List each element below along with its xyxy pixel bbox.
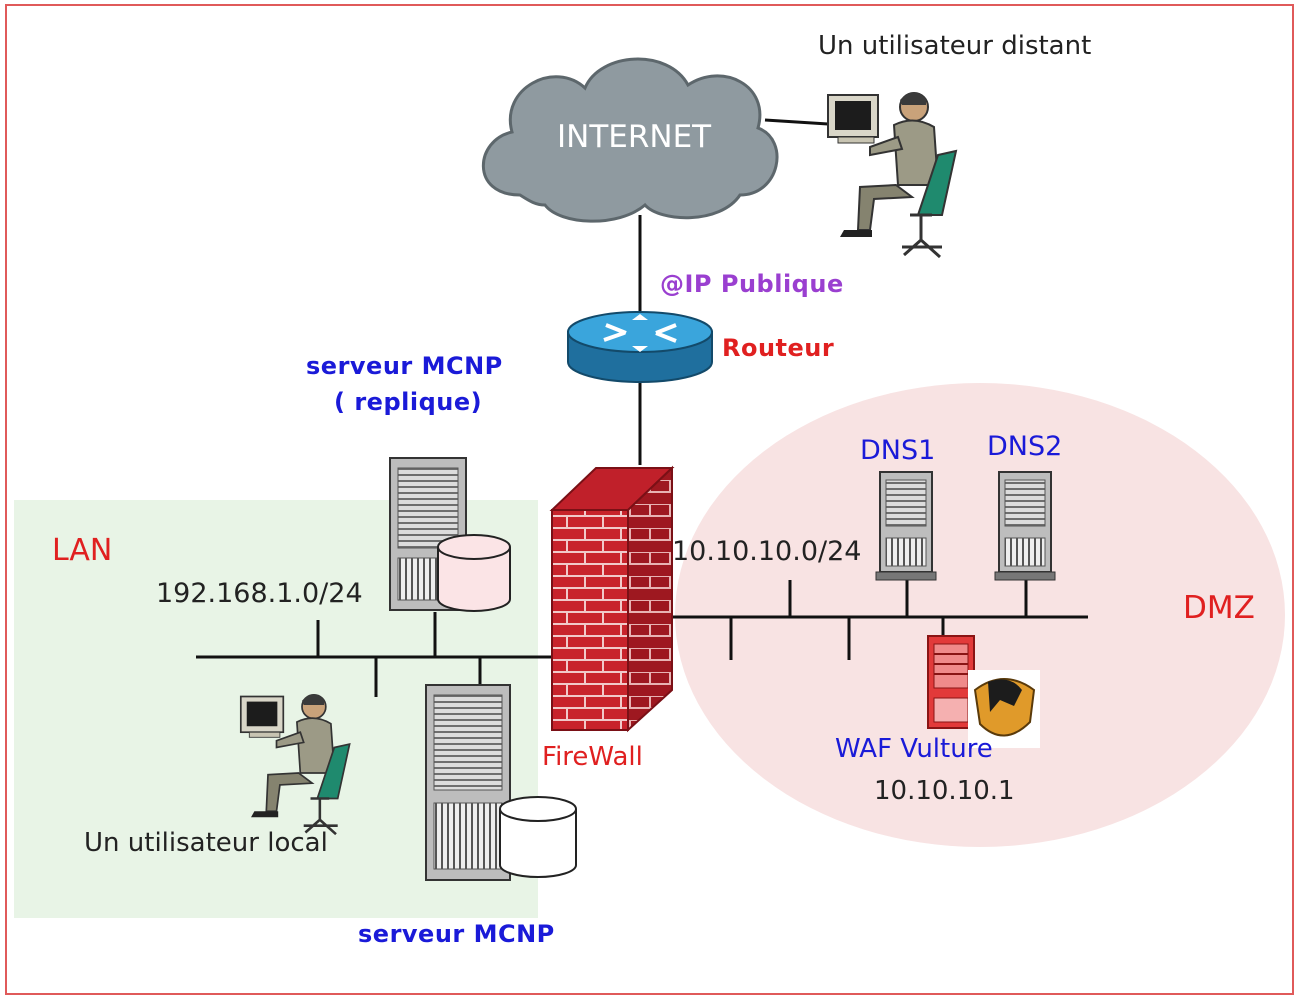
dns2-label: DNS2 — [987, 431, 1063, 462]
lan-label: LAN — [52, 533, 113, 568]
dmz-subnet-label: 10.10.10.0/24 — [672, 536, 862, 567]
workstation-user-icon — [239, 693, 351, 836]
outer-border — [5, 4, 1294, 995]
dmz-label: DMZ — [1183, 590, 1255, 626]
public-ip-label: @IP Publique — [660, 270, 844, 298]
remote-user-label: Un utilisateur distant — [818, 31, 1092, 61]
workstation-user-icon — [827, 92, 958, 259]
replica-server-label-line2: ( replique) — [334, 388, 483, 416]
waf-ip-label: 10.10.10.1 — [874, 776, 1015, 806]
server-icon — [927, 635, 975, 729]
server-icon — [994, 471, 1056, 581]
dns1-label: DNS1 — [860, 435, 936, 466]
server-icon — [875, 471, 937, 581]
router-label: Routeur — [722, 334, 835, 362]
cloud-icon — [481, 57, 779, 223]
dmz-zone — [675, 383, 1285, 847]
local-user-label: Un utilisateur local — [84, 828, 328, 858]
internet-label: INTERNET — [557, 119, 712, 155]
firewall-label: FireWall — [542, 742, 643, 772]
database-icon — [499, 796, 577, 878]
main-server-label: serveur MCNP — [358, 920, 555, 948]
replica-server-label-line1: serveur MCNP — [306, 352, 503, 380]
waf-label: WAF Vulture — [835, 734, 993, 764]
firewall-icon — [549, 465, 675, 733]
network-links — [196, 118, 1088, 697]
router-icon — [567, 311, 713, 383]
database-icon — [437, 534, 511, 612]
server-icon — [425, 684, 511, 881]
lan-subnet-label: 192.168.1.0/24 — [156, 578, 363, 609]
waf-shield-icon — [968, 670, 1040, 748]
